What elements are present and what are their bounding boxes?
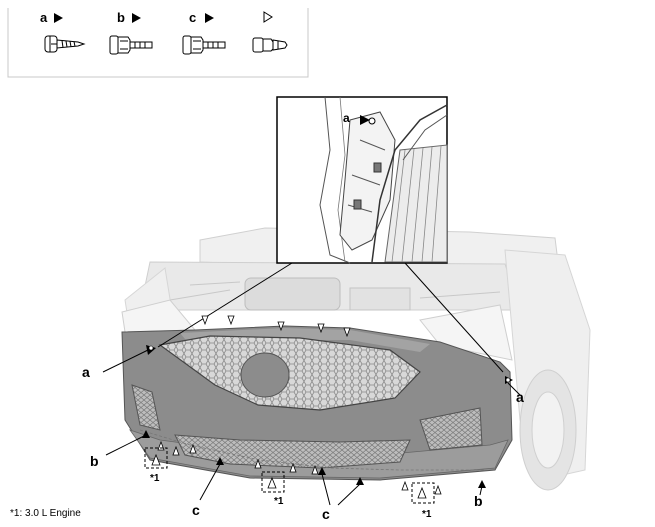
fastener-c-marker [318, 467, 326, 475]
callout-star1: *1 [150, 473, 160, 484]
clip-marker [267, 476, 277, 489]
lower-grille [174, 434, 411, 469]
clip-marker [434, 484, 442, 495]
callout-star1: *1 [274, 496, 284, 507]
engine-variant-box [261, 471, 285, 493]
inset-leader-right [404, 262, 504, 373]
clip-marker [201, 315, 209, 326]
clip-marker [277, 321, 285, 332]
vehicle-front-illustration [121, 227, 591, 491]
left-fog-vent [131, 384, 161, 431]
callout-c-center: c [322, 506, 330, 522]
engine-cover [244, 277, 341, 311]
clip-marker [254, 458, 262, 469]
clip-marker [227, 315, 235, 326]
callouts: a a b b c c *1 *1 *1 [82, 349, 524, 522]
callout-star1: *1 [422, 509, 432, 520]
callout-a-left: a [82, 364, 90, 380]
legend-letter-b: b [117, 10, 125, 25]
callout-a-detail: a [343, 111, 350, 125]
legend-letter-a: a [40, 10, 48, 25]
filled-triangle-icon [132, 13, 141, 23]
screw-icon [44, 35, 86, 53]
clip-icon [252, 37, 288, 53]
callout-a-right: a [516, 389, 524, 405]
callout-b-right: b [474, 493, 483, 509]
filled-triangle-icon [54, 13, 63, 23]
engine-variant-box [411, 482, 435, 504]
fastener-b-right [478, 480, 486, 488]
legend-item-clip [252, 11, 288, 53]
fastener-c-marker [216, 457, 224, 465]
right-fog-vent [419, 407, 483, 451]
clip-marker [189, 443, 197, 454]
detail-inset: a [276, 96, 448, 264]
footnote: *1: 3.0 L Engine [10, 508, 81, 519]
clip-marker [172, 445, 180, 456]
fastener-c-marker [356, 477, 364, 485]
right-headlight [419, 304, 513, 361]
grille-emblem [240, 352, 290, 398]
callout-c-left: c [192, 502, 200, 518]
inset-leader-left [157, 262, 293, 348]
engine-component [349, 287, 411, 311]
legend-item-c: c [182, 10, 226, 55]
legend-item-a: a [40, 10, 86, 53]
grille [158, 335, 421, 411]
callout-b-left: b [90, 453, 99, 469]
fastener-legend: a b c [7, 8, 309, 78]
fastener-markers [142, 315, 513, 504]
clip-marker [401, 480, 409, 491]
filled-triangle-icon [205, 13, 214, 23]
clip-marker [289, 462, 297, 473]
clip-marker [343, 327, 351, 338]
flange-bolt-icon [109, 35, 153, 55]
clip-marker [417, 486, 427, 499]
clip-marker [311, 464, 319, 475]
clip-marker [317, 323, 325, 334]
flange-bolt-icon [182, 35, 226, 55]
legend-item-b: b [109, 10, 153, 55]
outline-triangle-icon [263, 11, 273, 23]
fastener-a-marker [360, 115, 370, 125]
engine-variant-box [144, 447, 168, 469]
legend-letter-c: c [189, 10, 196, 25]
